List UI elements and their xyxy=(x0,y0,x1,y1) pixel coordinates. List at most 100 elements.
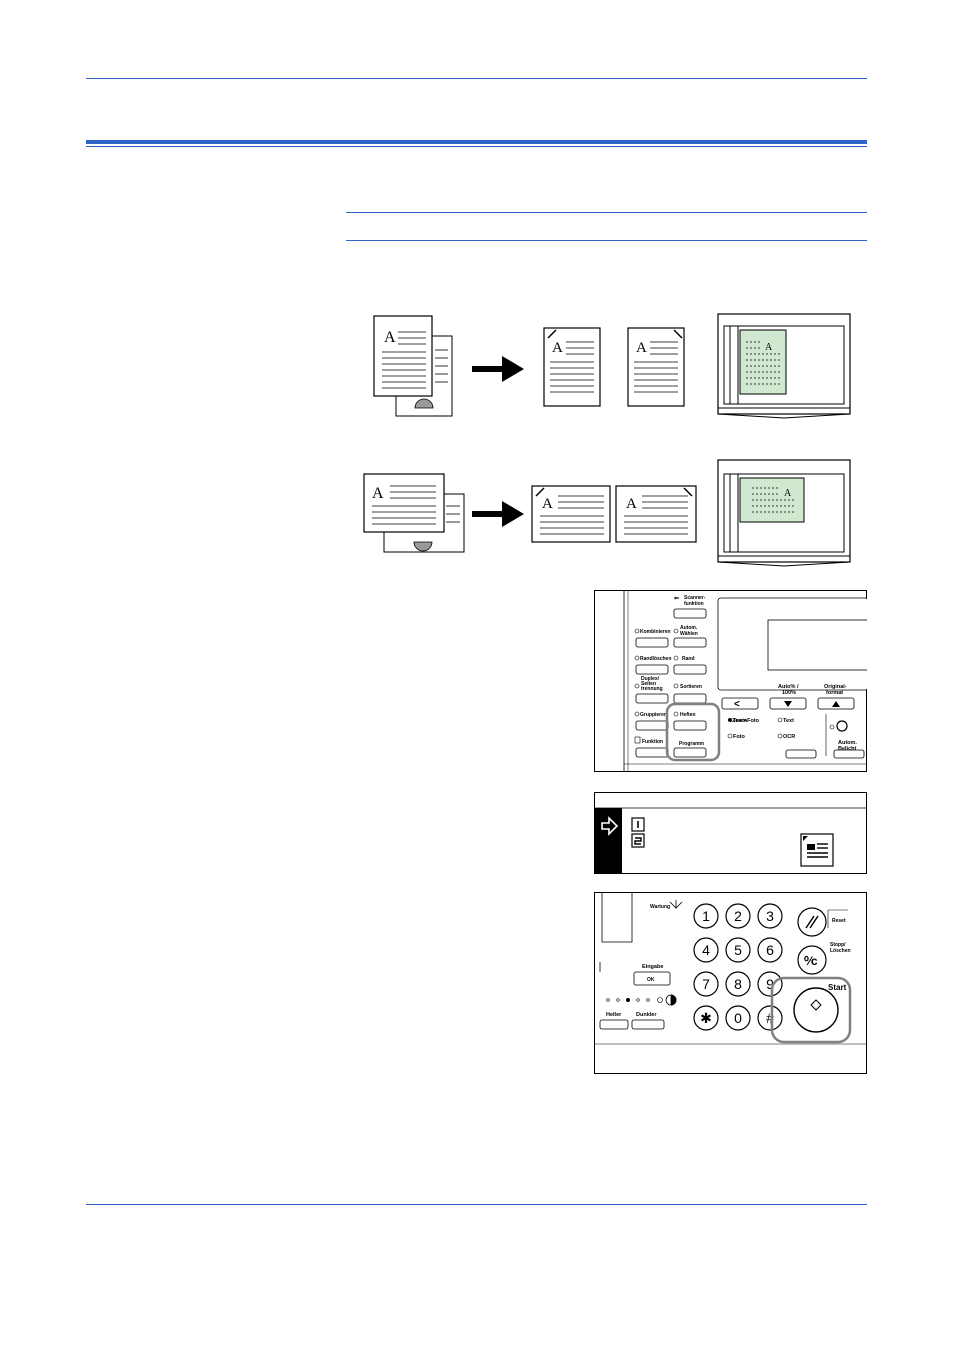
zoom-label: Zoom xyxy=(732,718,747,724)
stop-clear-label: Stopp/ xyxy=(830,942,846,948)
function-button[interactable] xyxy=(635,747,669,758)
darker-label: Dunkler xyxy=(636,1012,657,1018)
maintenance-icon xyxy=(669,900,683,909)
svg-text:Löschen: Löschen xyxy=(830,948,851,954)
key-label-2: 3 xyxy=(766,908,774,924)
auto-exposure-icon xyxy=(836,720,848,732)
scanner-function-label: Scanner- xyxy=(684,595,706,601)
key-9[interactable] xyxy=(693,1005,719,1031)
key-label-0: 1 xyxy=(702,908,710,924)
staple-display-panel xyxy=(594,792,867,874)
numeric-keypad[interactable]: 1 2 3 4 5 6 7 8 9 ✱ 0 # xyxy=(693,903,783,1031)
zoom-button[interactable] xyxy=(721,697,759,710)
svg-text:A: A xyxy=(384,329,396,346)
staple-button[interactable] xyxy=(673,720,707,731)
combine-label: Kombinieren xyxy=(640,629,671,635)
program-button[interactable] xyxy=(673,747,707,758)
auto-select-button[interactable] xyxy=(673,637,707,648)
border-erase-button[interactable] xyxy=(635,664,669,675)
key-label-11: # xyxy=(766,1010,774,1026)
key-label-8: 9 xyxy=(766,976,774,992)
start-highlight xyxy=(770,976,852,1044)
key-7[interactable] xyxy=(725,971,751,997)
stop-clear-button[interactable] xyxy=(797,945,827,975)
subsection-rule-b xyxy=(346,240,867,241)
enter-label: Eingabe xyxy=(642,964,663,970)
svg-text:100%: 100% xyxy=(782,690,796,696)
key-label-7: 8 xyxy=(734,976,742,992)
svg-text:A: A xyxy=(765,342,773,353)
margin-button[interactable] xyxy=(673,664,707,675)
staple-highlight xyxy=(665,702,721,762)
margin-label: Rand xyxy=(682,656,695,662)
scanner-function-button[interactable] xyxy=(673,608,707,619)
svg-text:A: A xyxy=(626,496,637,512)
key-6[interactable] xyxy=(693,971,719,997)
duplex-button[interactable] xyxy=(635,693,669,704)
clear-stop-icon: ⁰⁄c xyxy=(804,954,818,968)
enter-button[interactable] xyxy=(633,971,671,986)
key-1[interactable] xyxy=(725,903,751,929)
svg-text:A: A xyxy=(636,340,647,356)
duplex-label: Duplex/ xyxy=(641,676,660,682)
svg-text:trennung: trennung xyxy=(641,686,663,692)
text-photo-label: Text+Foto xyxy=(733,718,760,724)
svg-text:A: A xyxy=(552,340,563,356)
key-0[interactable] xyxy=(693,903,719,929)
svg-text:A: A xyxy=(784,488,792,499)
text-label: Text xyxy=(783,718,794,724)
svg-text:⇐: ⇐ xyxy=(674,596,679,602)
auto-exposure-label: Autom. xyxy=(838,740,857,746)
staple-label: Heften xyxy=(680,712,696,718)
key-8[interactable] xyxy=(757,971,783,997)
key-label-3: 4 xyxy=(702,942,710,958)
key-label-1: 2 xyxy=(734,908,742,924)
svg-text:A: A xyxy=(372,485,384,502)
svg-text:format: format xyxy=(826,690,843,696)
reset-label: Reset xyxy=(832,918,846,924)
header-rule xyxy=(86,78,867,79)
svg-text:funktion: funktion xyxy=(684,601,704,607)
program-label: Programm xyxy=(679,741,705,747)
combine-button[interactable] xyxy=(635,637,669,648)
ocr-label: OCR xyxy=(783,734,795,740)
auto-100-label: Auto% / xyxy=(778,684,799,690)
selection-arrow-icon xyxy=(601,816,619,836)
sort-label: Sortieren xyxy=(680,684,702,690)
lighter-button[interactable] xyxy=(599,1019,629,1030)
key-label-5: 6 xyxy=(766,942,774,958)
key-label-10: 0 xyxy=(734,1010,742,1026)
key-label-4: 5 xyxy=(734,942,742,958)
section-title-rule xyxy=(86,140,867,144)
sort-button[interactable] xyxy=(673,693,707,704)
group-button[interactable] xyxy=(635,720,669,731)
subsection-rule-a xyxy=(346,212,867,213)
darker-button[interactable] xyxy=(631,1019,665,1030)
original-format-label: Original- xyxy=(824,684,847,690)
key-label-9: ✱ xyxy=(700,1010,712,1026)
staple-icon xyxy=(800,833,834,867)
key-5[interactable] xyxy=(757,937,783,963)
svg-text:Belicht: Belicht xyxy=(838,746,857,752)
key-label-6: 7 xyxy=(702,976,710,992)
landscape-staple-illustration: A A A A xyxy=(360,458,860,570)
border-erase-label: Randlöschen xyxy=(640,656,671,662)
start-diamond-icon xyxy=(810,999,822,1011)
maintenance-label: Wartung xyxy=(650,904,670,910)
reset-button[interactable] xyxy=(797,907,827,937)
group-label: Gruppieren xyxy=(640,712,667,718)
footer-rule xyxy=(86,1204,867,1205)
lighter-label: Heller xyxy=(606,1012,622,1018)
ok-label: OK xyxy=(647,977,655,983)
auto-select-label: Autom. xyxy=(680,625,698,631)
function-label: Funktion xyxy=(642,739,663,745)
svg-text:<: < xyxy=(734,699,740,710)
operation-panel-staple: ⇐ Scanner- funktion Kombinieren Autom. W… xyxy=(594,590,867,772)
keypad-start-panel: Wartung Eingabe OK Heller Dunkler 1 2 3 4 5 6… xyxy=(594,892,867,1074)
key-2[interactable] xyxy=(757,903,783,929)
svg-text:Seiten: Seiten xyxy=(641,681,656,687)
key-3[interactable] xyxy=(693,937,719,963)
key-11[interactable] xyxy=(757,1005,783,1031)
key-4[interactable] xyxy=(725,937,751,963)
key-10[interactable] xyxy=(725,1005,751,1031)
